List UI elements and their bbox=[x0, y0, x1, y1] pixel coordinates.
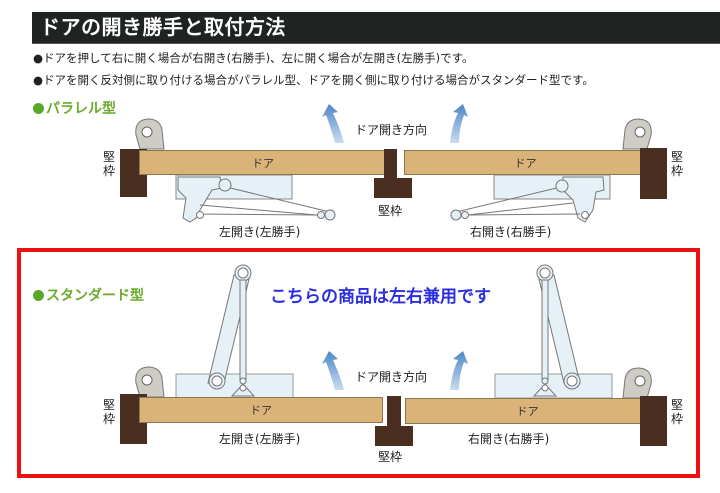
frame-center-stem bbox=[384, 149, 397, 181]
promo-text: こちらの商品は左右兼用です bbox=[270, 287, 491, 307]
frame-center-base bbox=[374, 178, 412, 198]
door-closer-left-icon bbox=[175, 174, 336, 223]
note-1: ●ドアを押して右に開く場合が右開き(右勝手)、左に開く場合が左開き(左勝手)です… bbox=[33, 51, 474, 65]
note-2: ●ドアを開く反対側に取り付ける場合がパラレル型、ドアを開く側に取り付ける場合がス… bbox=[33, 73, 594, 87]
bullet-dot-icon bbox=[33, 290, 44, 301]
right-caption: 右開き(右勝手) bbox=[470, 225, 552, 239]
highlight-box bbox=[17, 248, 700, 478]
hinge-bracket-icon bbox=[135, 118, 165, 150]
door-left: ドア bbox=[139, 150, 387, 175]
header-bar bbox=[32, 12, 720, 44]
frame-label-right: 堅枠 bbox=[670, 150, 683, 178]
frame-label-right: 堅枠 bbox=[670, 398, 683, 426]
open-direction-arrow-icon bbox=[322, 351, 344, 390]
standard-section-label: スタンダード型 bbox=[33, 285, 144, 305]
door-right: ドア bbox=[404, 150, 647, 175]
frame-right bbox=[640, 396, 667, 446]
frame-right bbox=[640, 148, 667, 199]
left-caption: 左開き(左勝手) bbox=[219, 432, 301, 446]
right-caption: 右開き(右勝手) bbox=[468, 432, 550, 446]
left-caption: 左開き(左勝手) bbox=[219, 225, 301, 239]
bullet-dot-icon bbox=[33, 103, 44, 114]
open-direction-arrow-icon bbox=[322, 104, 344, 143]
frame-label-center: 堅枠 bbox=[378, 204, 403, 218]
open-direction-arrow-icon bbox=[450, 104, 468, 143]
hinge-bracket-icon bbox=[622, 118, 652, 150]
door-closer-right-icon bbox=[494, 264, 613, 399]
door-left: ドア bbox=[139, 397, 383, 423]
hinge-bracket-icon bbox=[622, 367, 652, 399]
hinge-bracket-icon bbox=[135, 366, 165, 398]
door-closer-right-icon bbox=[450, 174, 611, 223]
page-title: ドアの開き勝手と取付方法 bbox=[40, 15, 286, 39]
direction-label: ドア開き方向 bbox=[355, 123, 428, 137]
frame-center-base bbox=[375, 426, 413, 446]
frame-label-center: 堅枠 bbox=[378, 450, 403, 464]
direction-label: ドア開き方向 bbox=[355, 370, 428, 384]
frame-label-left: 堅枠 bbox=[102, 398, 115, 426]
door-right: ドア bbox=[405, 398, 650, 424]
frame-center-stem bbox=[387, 396, 401, 430]
open-direction-arrow-icon bbox=[450, 351, 468, 390]
frame-label-left: 堅枠 bbox=[102, 150, 115, 178]
parallel-section-label: パラレル型 bbox=[33, 98, 116, 118]
